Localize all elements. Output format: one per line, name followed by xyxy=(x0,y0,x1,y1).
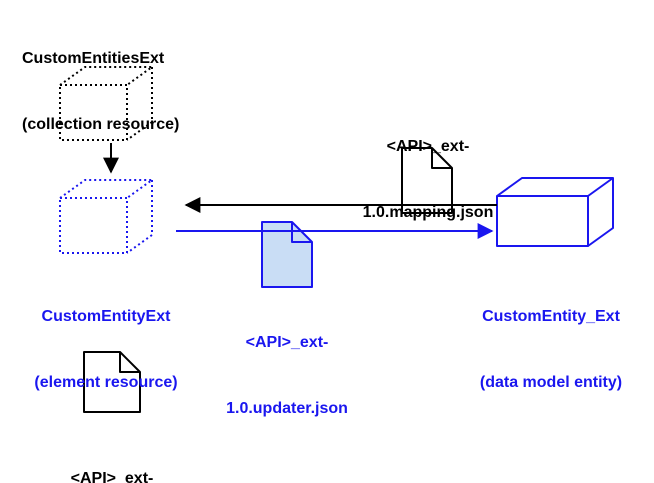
label-mapping-json: <API>_ext- 1.0.mapping.json xyxy=(330,92,526,268)
label-custom-entities-ext-line2: (collection resource) xyxy=(22,116,180,133)
label-custom-entity-ext-element: CustomEntityExt (element resource) xyxy=(6,262,206,438)
label-custom-entity-ext-element-line2: (element resource) xyxy=(34,374,178,391)
label-updater-json-line2: 1.0.updater.json xyxy=(226,400,348,417)
cube-custom-entity-ext-element[interactable] xyxy=(59,179,153,254)
label-updater-json-line1: <API>_ext- xyxy=(245,334,329,351)
cube-custom-entity-ext-model[interactable] xyxy=(496,177,614,247)
label-mapping-json-line1: <API>_ext- xyxy=(386,138,470,155)
document-mapping-json[interactable] xyxy=(401,147,453,214)
label-custom-entity-ext-element-line1: CustomEntityExt xyxy=(41,308,171,325)
label-schema-json: <API>_ext- 1.0.schema.json xyxy=(18,424,206,483)
label-custom-entity-ext-model-line1: CustomEntity_Ext xyxy=(482,308,620,325)
label-mapping-json-line2: 1.0.mapping.json xyxy=(362,204,494,221)
document-updater-json[interactable] xyxy=(261,221,313,288)
label-custom-entity-ext-model: CustomEntity_Ext (data model entity) xyxy=(452,262,650,438)
label-custom-entities-ext-line1: CustomEntitiesExt xyxy=(22,50,165,67)
label-custom-entity-ext-model-line2: (data model entity) xyxy=(479,374,623,391)
cube-custom-entities-ext[interactable] xyxy=(59,66,153,141)
label-custom-entities-ext: CustomEntitiesExt (collection resource) xyxy=(22,4,252,180)
label-schema-json-line1: <API>_ext- xyxy=(70,470,154,483)
label-updater-json: <API>_ext- 1.0.updater.json xyxy=(190,288,384,464)
document-schema-json[interactable] xyxy=(83,351,141,413)
